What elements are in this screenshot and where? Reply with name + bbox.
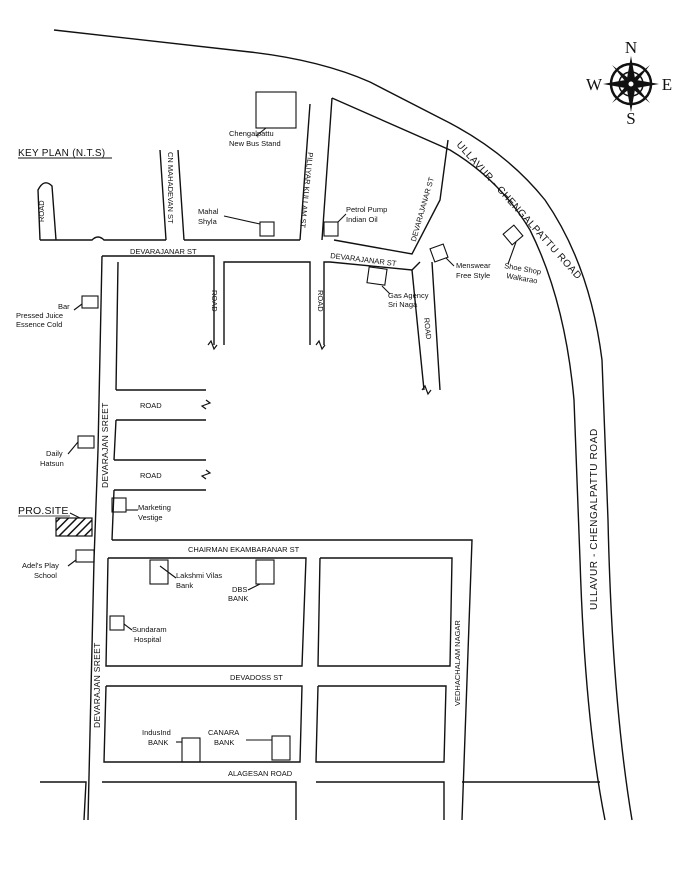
label-alagesan: ALAGESAN ROAD bbox=[228, 769, 293, 778]
compass-rose: N S E W bbox=[586, 38, 672, 128]
label-cn-mahadevan: CN MAHADEVAN ST bbox=[166, 152, 175, 224]
road-network bbox=[37, 29, 633, 821]
label-road-v2: ROAD bbox=[316, 290, 325, 312]
label-road-h2: ROAD bbox=[140, 471, 162, 480]
label-chairman: CHAIRMAN EKAMBARANAR ST bbox=[188, 545, 300, 554]
road-breaks bbox=[200, 339, 432, 480]
label-bar-2: Pressed Juice bbox=[16, 311, 63, 320]
label-bus-stand-1: Chengalpattu bbox=[229, 129, 274, 138]
chairman-st-edges bbox=[105, 539, 473, 821]
label-petrol-2: Indian Oil bbox=[346, 215, 378, 224]
label-daily-1: Daily bbox=[46, 449, 63, 458]
top-boundary-road bbox=[53, 29, 633, 821]
road-top-left-shape bbox=[37, 182, 57, 241]
label-mahal-2: Shyla bbox=[198, 217, 218, 226]
label-devarajan-sreet-upper: DEVARAJAN SREET bbox=[100, 402, 110, 488]
devarajan-sreet-left-edge bbox=[87, 255, 103, 821]
label-adels-1: Adel's Play bbox=[22, 561, 59, 570]
compass-e: E bbox=[662, 75, 672, 94]
label-lakshmi-2: Bank bbox=[176, 581, 193, 590]
label-petrol-1: Petrol Pump bbox=[346, 205, 387, 214]
pilliyar-kullam-edges bbox=[299, 97, 333, 241]
label-road-h1: ROAD bbox=[140, 401, 162, 410]
label-mahal-1: Mahal bbox=[198, 207, 219, 216]
label-indusind-1: IndusInd bbox=[142, 728, 171, 737]
bus-stand-building bbox=[255, 91, 297, 129]
label-gas-1: Gas Agency bbox=[388, 291, 429, 300]
label-road-top-left: ROAD bbox=[37, 200, 46, 222]
label-menswear-2: Free Style bbox=[456, 271, 490, 280]
label-vedhachalam: VEDHACHALAM NAGAR bbox=[453, 620, 462, 706]
label-sundaram-2: Hospital bbox=[134, 635, 161, 644]
compass-s: S bbox=[626, 109, 635, 128]
label-bus-stand-2: New Bus Stand bbox=[229, 139, 281, 148]
label-dbs-2: BANK bbox=[228, 594, 248, 603]
devadoss-blocks bbox=[103, 685, 447, 763]
pro-site-hatch bbox=[55, 517, 93, 537]
label-pilliyar-kullam: PILLIYAR KULLAM ST bbox=[298, 152, 315, 229]
label-devarajan-sreet-lower: DEVARAJAN SREET bbox=[92, 642, 102, 728]
road-h1 bbox=[116, 389, 206, 421]
pro-site-label: PRO.SITE bbox=[18, 505, 69, 517]
alagesan-road bbox=[40, 781, 600, 821]
devarajanar-st-lower-edge bbox=[102, 255, 421, 345]
road-diag-edges bbox=[411, 261, 441, 391]
road-labels: ROAD CN MAHADEVAN ST PILLIYAR KULLAM ST … bbox=[37, 140, 600, 778]
landmark-labels: Chengalpattu New Bus Stand Mahal Shyla P… bbox=[16, 129, 542, 747]
label-gas-2: Sri Naga bbox=[388, 300, 418, 309]
label-adels-2: School bbox=[34, 571, 57, 580]
label-menswear-1: Menswear bbox=[456, 261, 491, 270]
compass-n: N bbox=[625, 38, 637, 57]
label-marketing-1: Marketing bbox=[138, 503, 171, 512]
landmarks bbox=[67, 91, 524, 763]
label-indusind-2: BANK bbox=[148, 738, 168, 747]
label-canara-1: CANARA bbox=[208, 728, 239, 737]
cn-mahadevan-edges bbox=[159, 149, 185, 241]
label-devarajanar-left: DEVARAJANAR ST bbox=[130, 247, 197, 256]
label-devadoss: DEVADOSS ST bbox=[230, 673, 283, 682]
label-road-v3: ROAD bbox=[422, 317, 433, 340]
label-bar-3: Essence Cold bbox=[16, 320, 62, 329]
key-plan-title: KEY PLAN (N.T.S) bbox=[18, 148, 105, 159]
label-canara-2: BANK bbox=[214, 738, 234, 747]
label-ullavur-right: ULLAVUR - CHENGALPATTU ROAD bbox=[589, 428, 600, 610]
label-dbs-1: DBS bbox=[232, 585, 247, 594]
road-h2 bbox=[114, 459, 206, 491]
compass-w: W bbox=[586, 75, 603, 94]
devarajanar-st-mid bbox=[184, 139, 449, 255]
label-daily-2: Hatsun bbox=[40, 459, 64, 468]
label-bar-1: Bar bbox=[58, 302, 70, 311]
label-sundaram-1: Sundaram bbox=[132, 625, 167, 634]
label-lakshmi-1: Lakshmi Vilas bbox=[176, 571, 222, 580]
label-marketing-2: Vestige bbox=[138, 513, 163, 522]
label-road-v1: ROAD bbox=[210, 290, 219, 312]
ullavur-road-inner bbox=[331, 97, 606, 821]
devarajanar-st-upper-edge bbox=[40, 236, 166, 241]
